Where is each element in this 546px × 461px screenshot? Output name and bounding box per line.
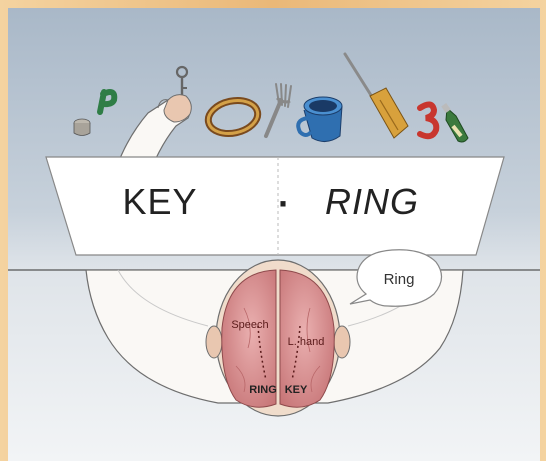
right-hemisphere-word: KEY <box>285 384 308 396</box>
word-right: RING <box>325 181 419 222</box>
left-hemisphere-word: RING <box>249 384 277 396</box>
left-ear <box>206 326 222 358</box>
fixation-point: · <box>278 183 290 224</box>
thimble-icon <box>74 119 90 136</box>
right-ear <box>334 326 350 358</box>
display-screen <box>46 157 504 255</box>
hemisphere-label-speech: Speech <box>231 319 268 331</box>
mug-icon <box>298 97 342 142</box>
hemisphere-label-hand: L. hand <box>288 336 325 348</box>
illustration-panel: KEY · RING Speech L. hand RING KEY <box>8 8 540 461</box>
split-brain-illustration: KEY · RING Speech L. hand RING KEY <box>8 8 540 461</box>
word-left: KEY <box>122 181 197 222</box>
speech-bubble-text: Ring <box>384 271 415 288</box>
